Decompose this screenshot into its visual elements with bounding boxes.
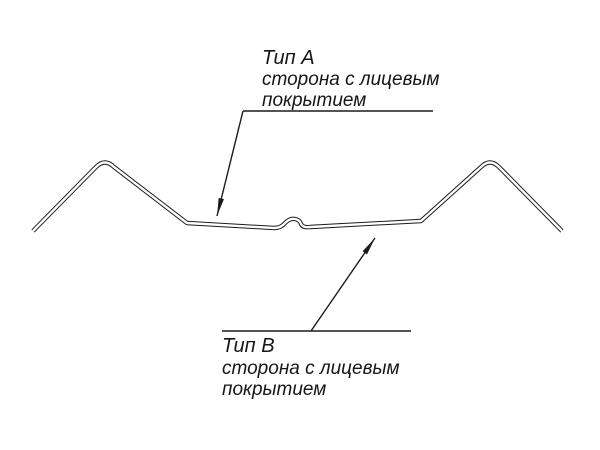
callout-b-title: Тип В	[222, 335, 275, 357]
callout-type-b: Тип В сторона с лицевым покрытием	[222, 237, 411, 400]
callout-b-line1: сторона с лицевым	[222, 358, 400, 379]
callout-a-title: Тип А	[262, 47, 315, 69]
callout-type-a: Тип А сторона с лицевым покрытием	[216, 47, 440, 217]
profile-outline-core	[32, 161, 563, 232]
callout-b-line2: покрытием	[222, 379, 326, 400]
callout-a-line2: покрытием	[262, 90, 366, 111]
callout-a-line1: сторона с лицевым	[262, 69, 440, 90]
callout-b-leader-line	[310, 237, 376, 332]
callout-a-leader-line	[216, 110, 244, 217]
